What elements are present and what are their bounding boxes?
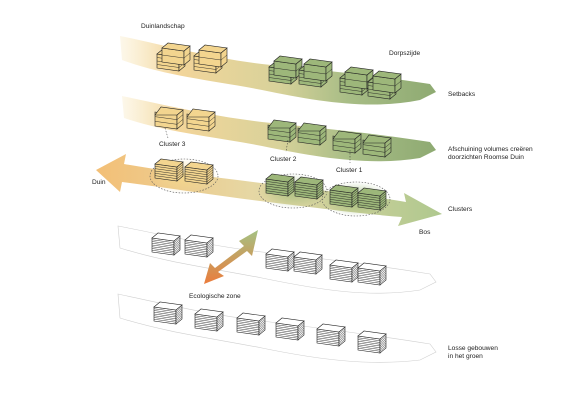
label-dorpszijde: Dorpszijde <box>389 50 420 57</box>
label-cluster-2: Cluster 2 <box>270 156 297 163</box>
building-block <box>294 176 324 200</box>
layer-4-ecological-zone: Ecologische zone <box>117 225 437 300</box>
building-block <box>329 259 359 283</box>
building-block <box>273 55 303 79</box>
label-bos: Bos <box>419 229 431 236</box>
building-block <box>357 262 387 286</box>
building-block <box>154 106 184 130</box>
building-block <box>362 134 392 158</box>
layer-5-loose-buildings: Losse gebouwen in het groen <box>117 293 500 363</box>
building-block <box>186 108 216 132</box>
building-block <box>153 301 183 325</box>
building-block <box>194 308 224 332</box>
building-block <box>154 158 184 182</box>
building-block <box>329 184 359 208</box>
building-block <box>303 58 333 82</box>
building-block <box>275 317 305 341</box>
layer-2-chamfer: Cluster 3 Cluster 2 Cluster 1 Afschuinin… <box>122 96 535 174</box>
label-ecologische-zone: Ecologische zone <box>189 293 241 300</box>
step-1-title: Setbacks <box>448 91 476 98</box>
step-2-title: Afschuining volumes creëren doorzichten … <box>448 146 535 161</box>
building-block <box>357 330 387 354</box>
building-block <box>267 119 297 143</box>
layer-3-clusters: Duin Bos Clusters <box>92 154 473 236</box>
building-block <box>151 232 181 256</box>
building-block <box>198 44 228 68</box>
label-cluster-1: Cluster 1 <box>336 167 363 174</box>
building-block <box>265 173 295 197</box>
building-block <box>332 130 362 154</box>
building-block <box>265 248 295 272</box>
step-4-title: Losse gebouwen in het groen <box>448 345 500 360</box>
label-cluster-3: Cluster 3 <box>159 141 186 148</box>
building-block <box>161 42 191 66</box>
label-duin: Duin <box>92 179 106 186</box>
building-block <box>357 187 387 211</box>
building-block <box>372 70 402 94</box>
building-block <box>297 122 327 146</box>
building-block <box>316 323 346 347</box>
building-block <box>293 251 323 275</box>
building-block <box>184 161 214 185</box>
label-duinlandschap: Duinlandschap <box>141 23 185 30</box>
building-block <box>184 234 214 258</box>
layer-1-setbacks: Duinlandschap Dorpszijde Setbacks <box>120 23 476 105</box>
building-block <box>236 312 266 336</box>
ecological-zone-arrow <box>204 230 258 284</box>
step-3-title: Clusters <box>448 206 473 213</box>
